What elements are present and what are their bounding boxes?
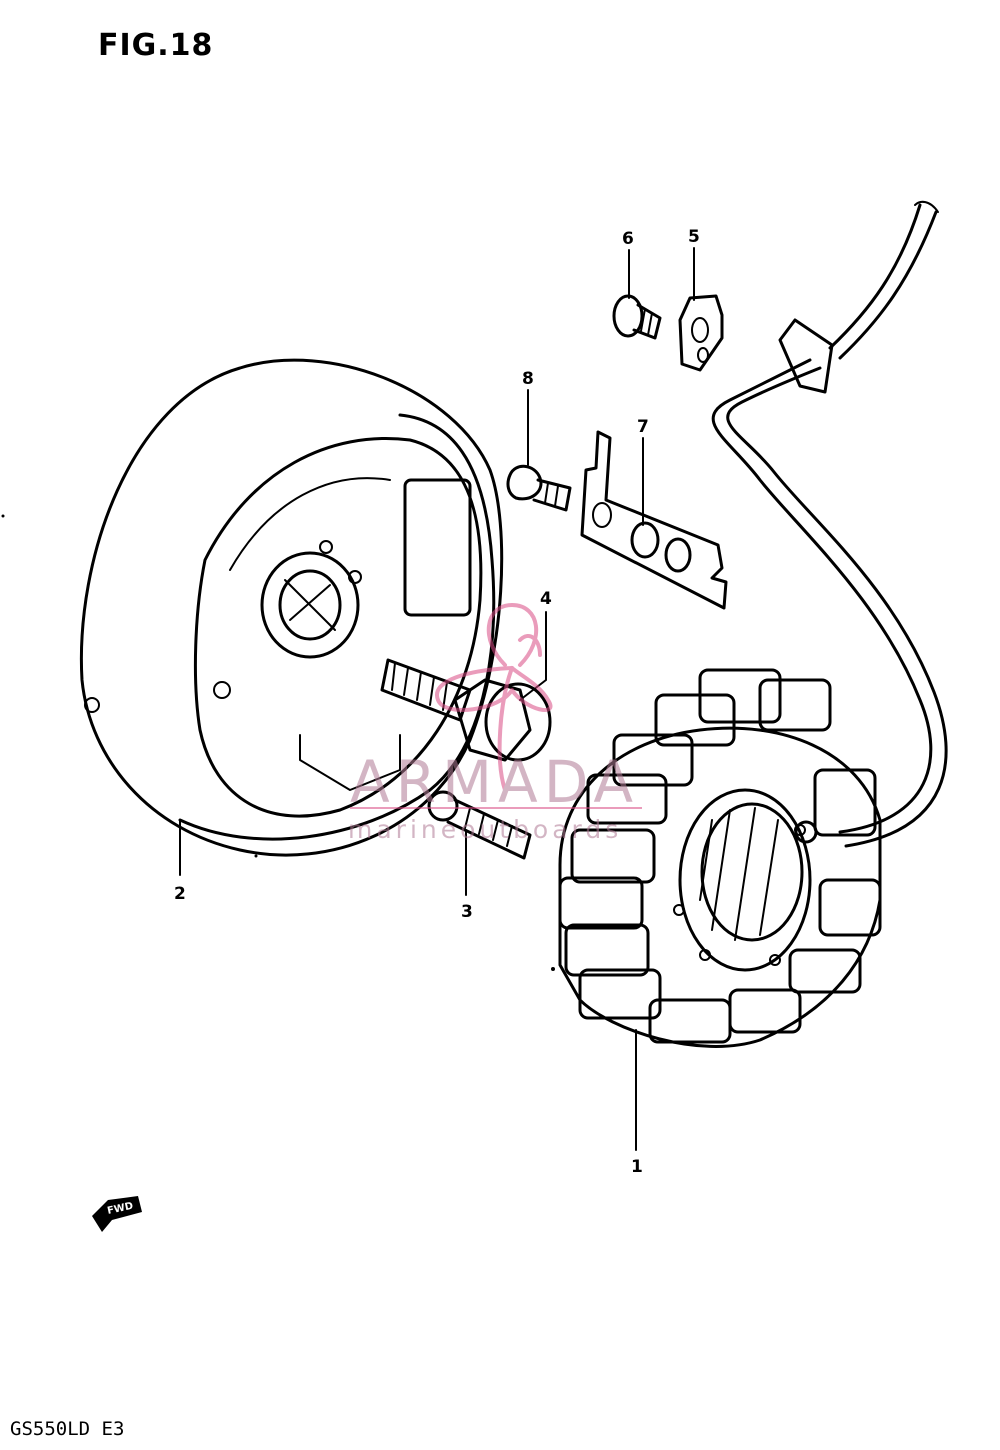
callout-2: 2 [174,884,186,904]
screw-part-3[interactable] [427,790,532,860]
figure-title: FIG.18 [98,28,214,63]
watermark-brand: ARMADA [350,748,639,816]
screw-part-8[interactable] [506,464,572,512]
leader-lines [179,247,695,1151]
callout-4: 4 [540,589,552,609]
callout-6: 6 [622,229,634,249]
screw-part-6[interactable] [612,294,662,340]
callout-7: 7 [637,417,649,437]
bracket-part-7[interactable] [580,430,728,610]
fwd-arrow-icon: FWD [92,1196,142,1232]
watermark-logo-icon [435,602,553,792]
plate-part-5[interactable] [678,294,724,372]
model-code: GS550LD E3 [10,1418,125,1440]
callout-8: 8 [522,369,534,389]
stator-part-1[interactable] [558,200,948,1048]
rotor-part-2[interactable] [79,358,504,857]
callout-3: 3 [461,902,473,922]
watermark: ARMADA marineoutboards [348,602,642,844]
callout-5: 5 [688,227,700,247]
rotor-bolt-part-4[interactable] [380,658,552,762]
watermark-tagline: marineoutboards [348,815,622,844]
fwd-label: FWD [106,1201,134,1217]
callout-1: 1 [631,1157,643,1177]
